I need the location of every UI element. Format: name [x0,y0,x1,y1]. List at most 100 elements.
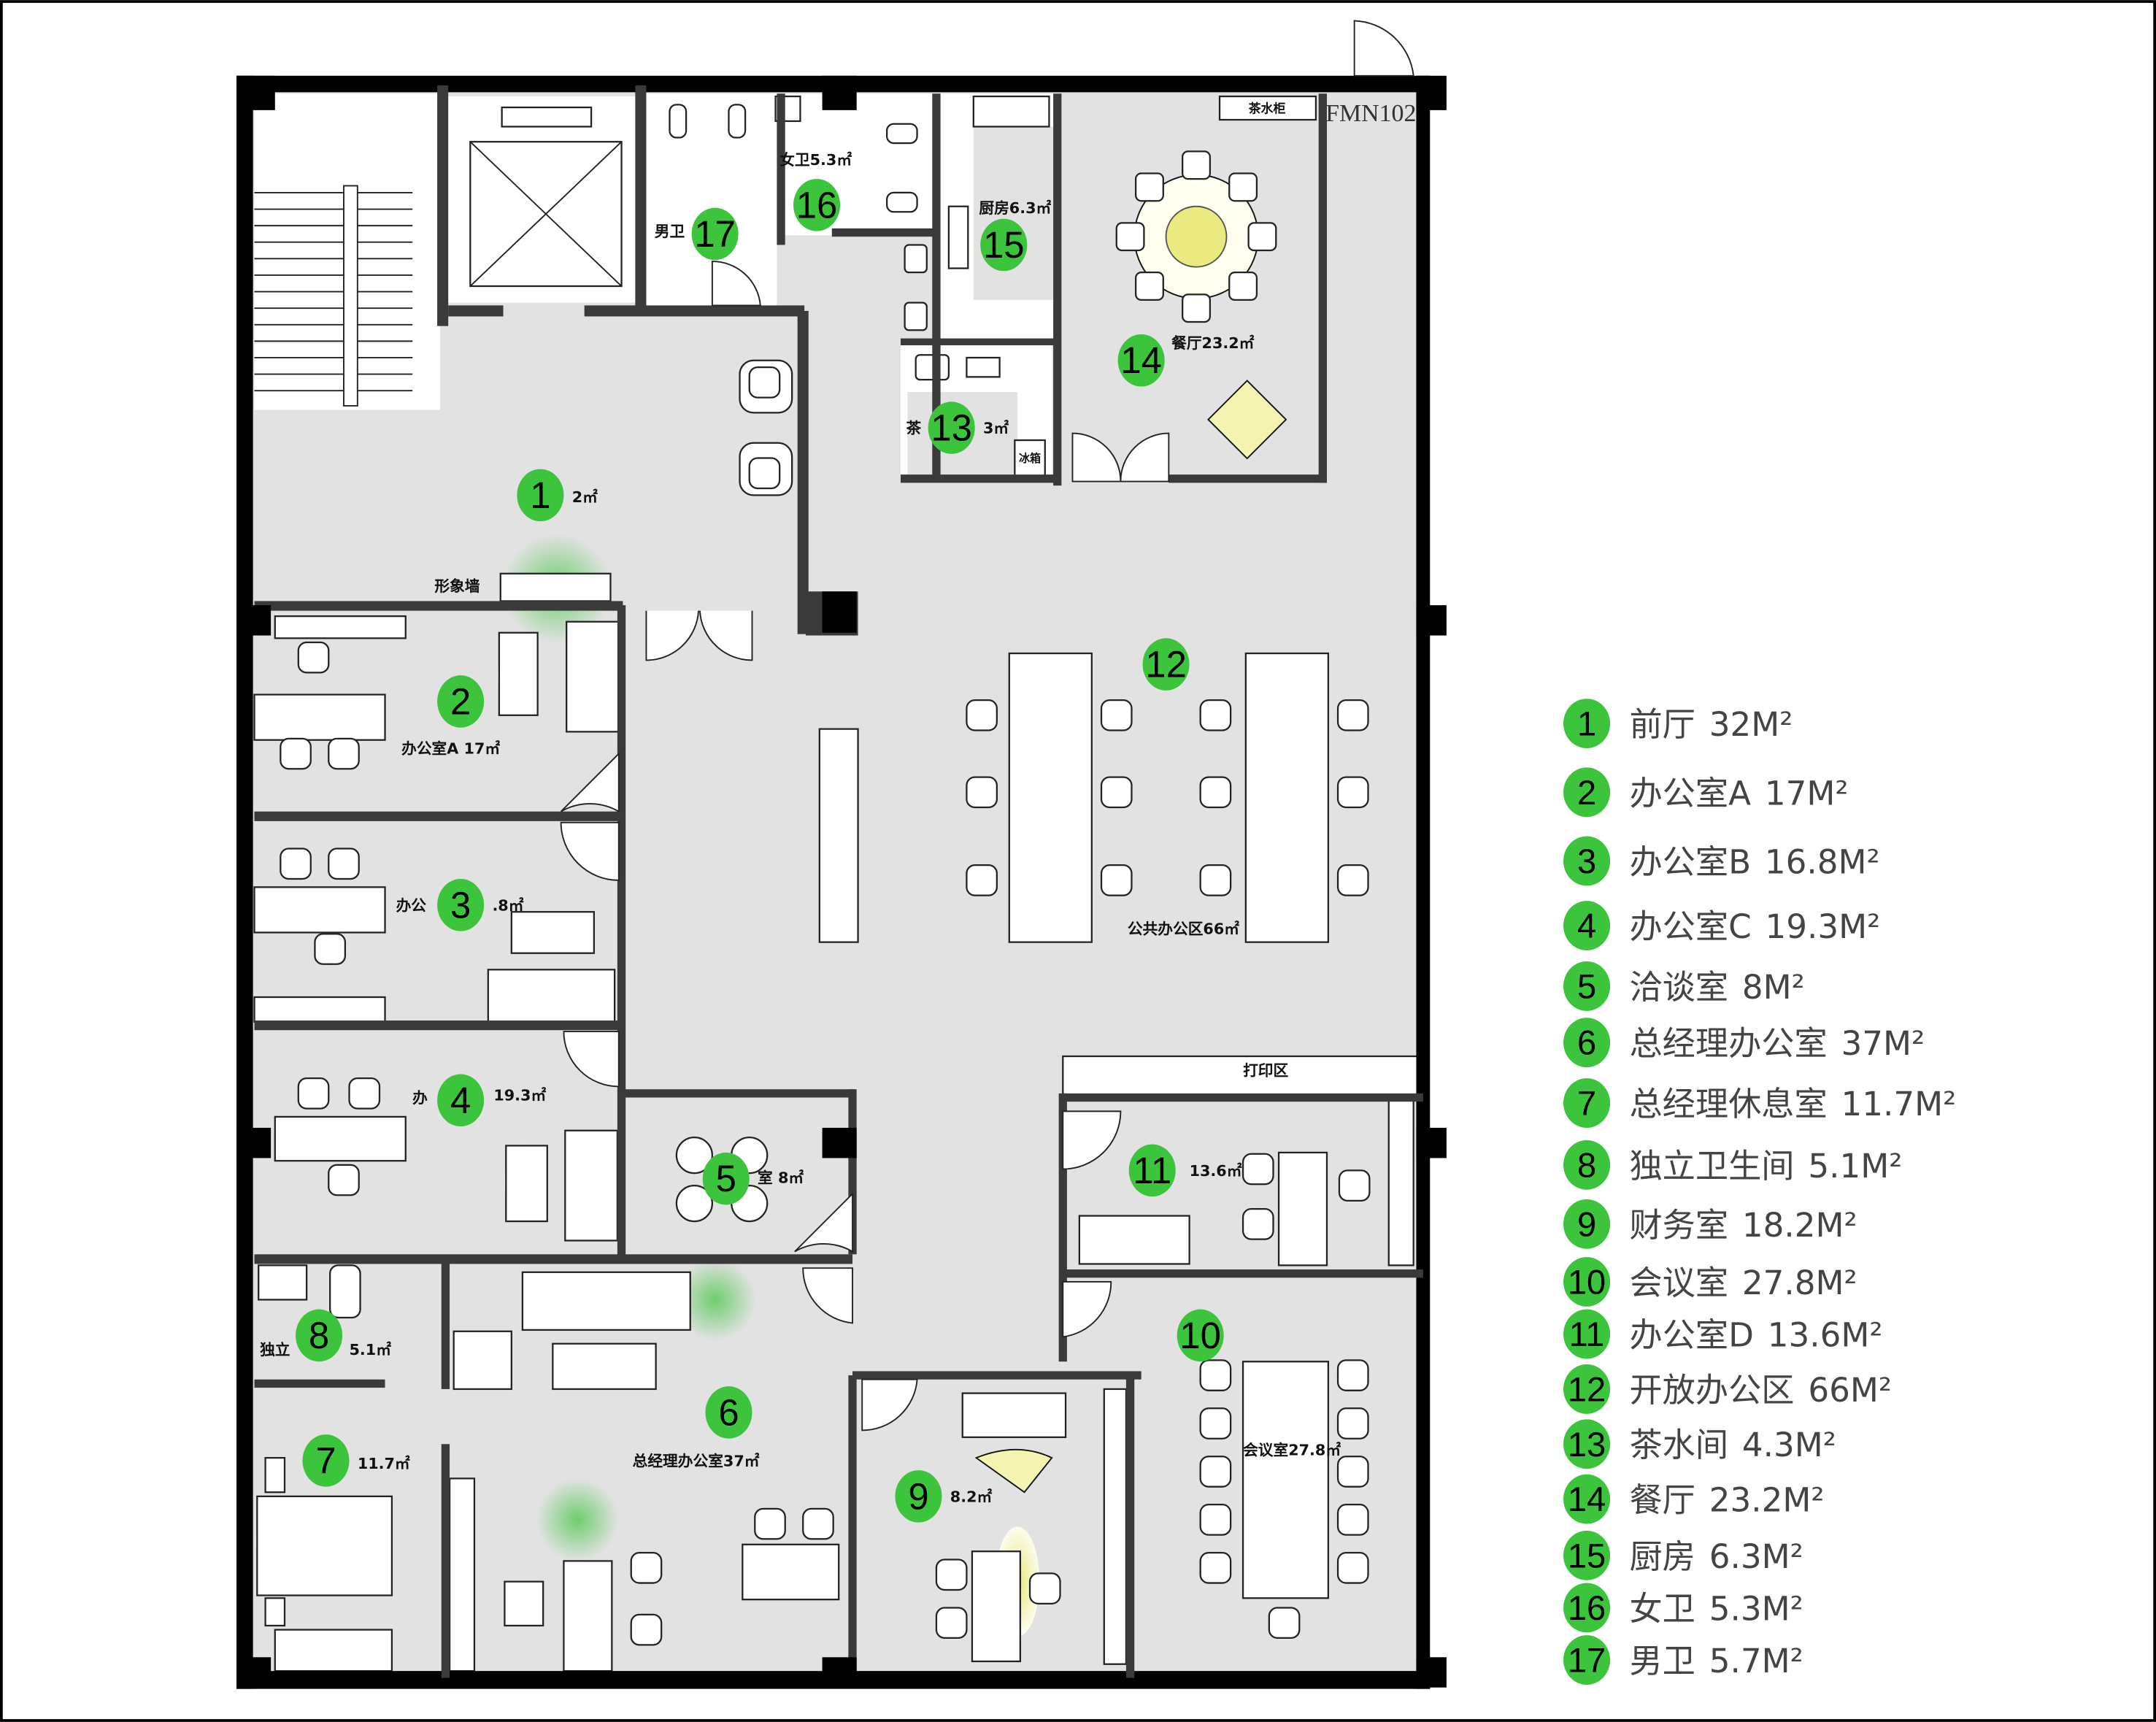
label-office-a: 办公室A 17㎡ [401,740,500,758]
legend-marker [1563,961,1611,1011]
label-office-c-area: 19.3㎡ [493,1086,546,1104]
legend-label: 厨房 6.3M² [1629,1537,1803,1576]
legend-room-area: 6.3M² [1709,1537,1803,1576]
legend-room-area: 27.8M² [1742,1264,1857,1302]
legend-marker [1563,1474,1611,1524]
chair [1199,1504,1232,1536]
legend-room-area: 13.6M² [1768,1316,1883,1355]
label-office-b: 办公 [396,896,427,914]
chair [1241,1153,1274,1185]
marker-number: 5 [716,1158,736,1199]
legend-marker [1563,1257,1611,1307]
legend-room-name: 独立卫生间 [1629,1147,1794,1185]
legend-number: 16 [1568,1588,1606,1627]
marker-circle [517,469,564,522]
room-marker: 7 [302,1434,350,1487]
room-marker: 16 [793,179,841,231]
marker-circle [793,179,841,231]
legend-number: 14 [1568,1480,1606,1518]
label-women: 女卫5.3㎡ [779,151,852,169]
chair [348,1077,381,1110]
room-marker: 12 [1142,638,1190,691]
legend-room-area: 19.3M² [1765,907,1880,946]
legend-item: 15 厨房 6.3M² [1563,1530,1803,1580]
chair [1199,776,1232,809]
room-marker: 14 [1117,334,1165,387]
marker-circle [302,1434,350,1487]
legend-room-area: 32M² [1709,705,1793,744]
legend-number: 15 [1568,1536,1606,1575]
chair [297,1077,330,1110]
legend-room-name: 总经理休息室 [1629,1085,1827,1123]
chair [1336,1504,1369,1536]
marker-circle [437,675,485,728]
dining-chair [1247,222,1277,252]
legend-marker [1563,699,1611,749]
legend-number: 7 [1577,1084,1596,1123]
dining-chair [1228,172,1258,202]
dining-chair [1228,272,1258,301]
legend-marker [1563,1635,1611,1685]
chair [314,933,346,965]
legend-marker [1563,1139,1611,1190]
room-marker: 5 [702,1152,750,1205]
legend-room-name: 厨房 [1629,1537,1695,1576]
plan-labels: 形象墙 2㎡ 办公室A 17㎡ 办公 .8㎡ 办 19.3㎡ 室 8㎡ 总经理办… [260,151,1341,1505]
chair [1199,699,1232,731]
label-fridge: 冰箱 [1019,452,1041,465]
label-tea: 茶 [906,420,922,437]
legend-label: 办公室D 13.6M² [1629,1316,1882,1355]
legend-marker [1563,1364,1611,1414]
round-dining-table [1133,174,1259,299]
marker-circle [1128,1144,1176,1197]
room-marker: 15 [980,218,1028,272]
legend-marker [1563,1309,1611,1359]
label-door-code: FMN1021 [1325,100,1428,127]
chair [1199,1456,1232,1488]
legend-room-area: 5.3M² [1709,1589,1803,1628]
stairs [254,185,413,407]
legend-room-name: 茶水间 [1629,1426,1728,1464]
room-marker: 9 [895,1470,942,1523]
chair [1199,864,1232,896]
label-tea-cabinet: 茶水柜 [1249,101,1286,116]
marker-number: 3 [450,884,471,926]
legend-marker [1563,1018,1611,1068]
legend-marker [1563,1419,1611,1469]
legend-room-area: 18.2M² [1742,1206,1857,1245]
legend-room-name: 办公室D [1629,1316,1753,1355]
legend-room-name: 前厅 [1629,705,1695,744]
legend-room-area: 11.7M² [1841,1085,1957,1123]
chair [1336,699,1369,731]
marker-circle [437,1074,485,1127]
marker-circle [702,1152,750,1205]
legend-number: 17 [1568,1641,1606,1680]
chair [1199,1551,1232,1584]
marker-circle [705,1386,752,1439]
chair [802,1507,834,1540]
room-marker: 13 [928,401,975,454]
legend-room-name: 开放办公区 [1629,1371,1794,1410]
legend-marker [1563,1583,1611,1633]
legend-number: 12 [1568,1369,1606,1408]
legend-room-name: 办公室B [1629,842,1751,881]
label-image-wall: 形象墙 [434,577,480,595]
legend-room-name: 办公室A [1629,774,1751,812]
legend-marker [1563,767,1611,818]
label-lobby-area: 2㎡ [572,488,598,506]
marker-circle [980,218,1028,272]
chair [1338,1169,1371,1202]
